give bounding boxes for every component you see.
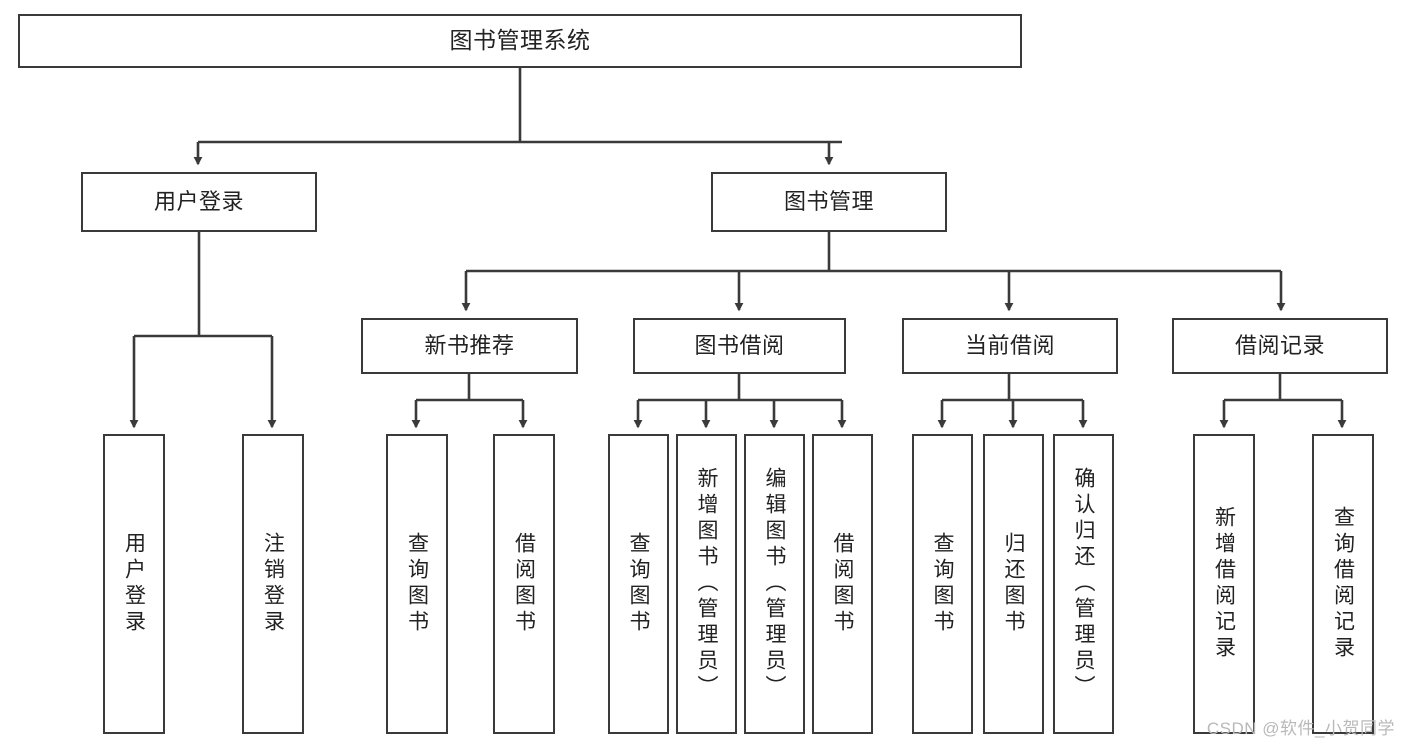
node-label: 查询图书 [405,532,429,636]
node-label: 查询图书 [627,532,650,636]
node-leaf-book-borrow-query[interactable]: 查询图书 [608,434,669,734]
node-label: 新书推荐 [424,333,515,359]
node-leaf-current-borrow-return[interactable]: 归还图书 [983,434,1044,734]
node-book-management[interactable]: 图书管理 [711,172,947,232]
node-new-book-recommend[interactable]: 新书推荐 [361,318,578,374]
node-leaf-new-book-borrow[interactable]: 借阅图书 [493,434,555,734]
node-user-login[interactable]: 用户登录 [81,172,317,232]
node-leaf-book-borrow-borrow[interactable]: 借阅图书 [812,434,873,734]
node-label: 编辑图书（管理员） [763,467,786,701]
node-label: 当前借阅 [964,333,1055,359]
node-label: 图书管理系统 [449,27,591,54]
node-book-borrow[interactable]: 图书借阅 [633,318,846,374]
node-leaf-book-borrow-add[interactable]: 新增图书（管理员） [676,434,737,734]
node-label: 注销登录 [261,532,285,636]
node-label: 借阅图书 [512,532,536,636]
node-leaf-book-borrow-edit[interactable]: 编辑图书（管理员） [744,434,805,734]
node-label: 图书管理 [783,189,874,215]
node-root-book-management-system[interactable]: 图书管理系统 [18,14,1022,68]
node-label: 归还图书 [1002,532,1025,636]
node-leaf-new-book-query[interactable]: 查询图书 [386,434,448,734]
node-label: 用户登录 [122,532,146,636]
node-leaf-current-borrow-confirm[interactable]: 确认归还（管理员） [1053,434,1114,734]
node-leaf-borrow-record-add[interactable]: 新增借阅记录 [1193,434,1255,734]
node-label: 新增借阅记录 [1212,506,1236,662]
node-label: 确认归还（管理员） [1072,467,1095,701]
node-label: 用户登录 [153,189,244,215]
node-leaf-borrow-record-query[interactable]: 查询借阅记录 [1312,434,1374,734]
node-label: 借阅图书 [831,532,854,636]
node-leaf-user-login-login[interactable]: 用户登录 [103,434,165,734]
node-borrow-record[interactable]: 借阅记录 [1172,318,1388,374]
node-current-borrow[interactable]: 当前借阅 [902,318,1118,374]
node-label: 借阅记录 [1234,333,1325,359]
node-label: 图书借阅 [694,333,785,359]
node-label: 查询图书 [931,532,954,636]
node-leaf-user-login-logout[interactable]: 注销登录 [242,434,304,734]
node-label: 查询借阅记录 [1331,506,1355,662]
node-label: 新增图书（管理员） [695,467,718,701]
node-leaf-current-borrow-query[interactable]: 查询图书 [912,434,973,734]
